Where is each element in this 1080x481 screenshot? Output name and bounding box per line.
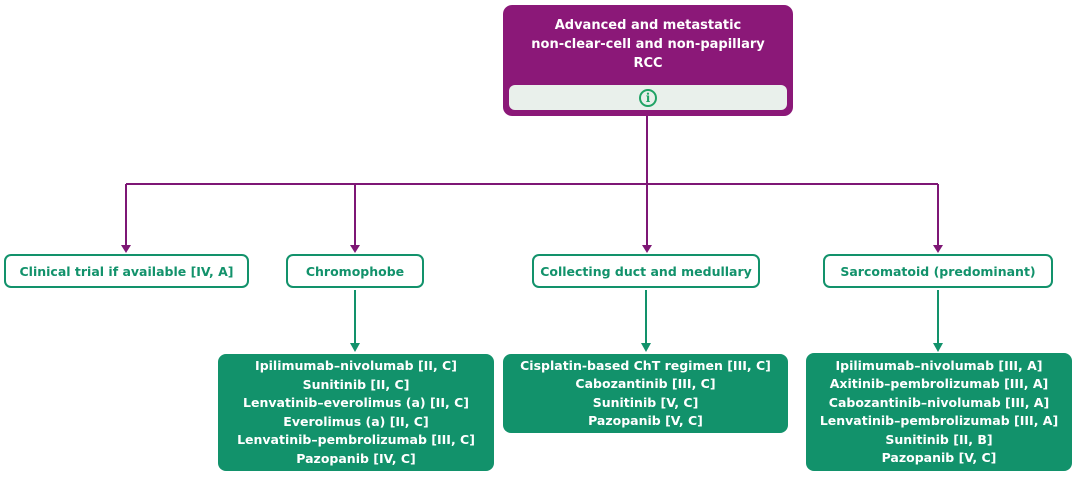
- arrowhead-purple-2: [350, 245, 360, 253]
- treatment-item: Cisplatin-based ChT regimen [III, C]: [520, 357, 771, 373]
- info-icon[interactable]: i: [639, 88, 657, 107]
- arrowhead-purple-1: [121, 245, 131, 253]
- treatments-chromophobe: Ipilimumab–nivolumab [II, C] Sunitinib […: [218, 354, 494, 471]
- treatment-item: Sunitinib [II, C]: [302, 376, 410, 392]
- treatment-item: Ipilimumab–nivolumab [II, C]: [255, 358, 457, 373]
- treatment-item: Lenvatinib–pembrolizumab [III, C]: [237, 432, 475, 447]
- branch-sarcomatoid: Sarcomatoid (predominant): [823, 254, 1053, 288]
- branch-label: Chromophobe: [305, 263, 405, 279]
- info-strip[interactable]: i: [509, 85, 787, 110]
- treatment-item: Cabozantinib–nivolumab [III, A]: [828, 394, 1050, 410]
- treatment-item: Pazopanib [IV, C]: [296, 450, 416, 466]
- treatment-item: Pazopanib [V, C]: [588, 413, 703, 428]
- treatment-item: Axitinib–pembrolizumab [III, A]: [829, 376, 1049, 391]
- treatments-sarcomatoid: Ipilimumab–nivolumab [III, A] Axitinib–p…: [806, 353, 1072, 471]
- treatment-item: Cabozantinib [III, C]: [575, 376, 716, 391]
- treatments-collecting-duct-medullary: Cisplatin-based ChT regimen [III, C] Cab…: [503, 354, 788, 433]
- root-title-line: Advanced and metastatic: [554, 18, 742, 33]
- arrowhead-purple-3: [642, 245, 652, 253]
- root-title-line: non-clear-cell and non-papillary: [531, 37, 765, 52]
- branch-chromophobe: Chromophobe: [286, 254, 424, 288]
- branch-collecting-duct-medullary: Collecting duct and medullary: [532, 254, 760, 288]
- treatment-item: Pazopanib [V, C]: [881, 450, 997, 465]
- branch-label: Sarcomatoid (predominant): [840, 263, 1036, 279]
- treatment-item: Lenvatinib–pembrolizumab [III, A]: [819, 413, 1059, 428]
- treatment-item: Everolimus (a) [II, C]: [283, 413, 429, 429]
- treatment-item: Ipilimumab–nivolumab [III, A]: [835, 357, 1043, 373]
- arrowhead-green-2: [641, 343, 651, 352]
- treatment-item: Sunitinib [II, B]: [885, 431, 993, 447]
- arrowhead-green-1: [350, 343, 360, 352]
- arrowhead-green-3: [933, 343, 943, 352]
- root-node: Advanced and metastatic non-clear-cell a…: [503, 5, 793, 116]
- branch-label: Clinical trial if available [IV, A]: [19, 263, 234, 279]
- root-title: Advanced and metastatic non-clear-cell a…: [505, 16, 791, 73]
- root-title-line: RCC: [633, 56, 663, 71]
- info-icon-glyph: i: [645, 90, 651, 105]
- treatment-item: Sunitinib [V, C]: [592, 394, 699, 410]
- arrowhead-purple-4: [933, 245, 943, 253]
- treatment-item: Lenvatinib–everolimus (a) [II, C]: [243, 395, 469, 410]
- branch-label: Collecting duct and medullary: [540, 263, 752, 279]
- branch-clinical-trial: Clinical trial if available [IV, A]: [4, 254, 249, 288]
